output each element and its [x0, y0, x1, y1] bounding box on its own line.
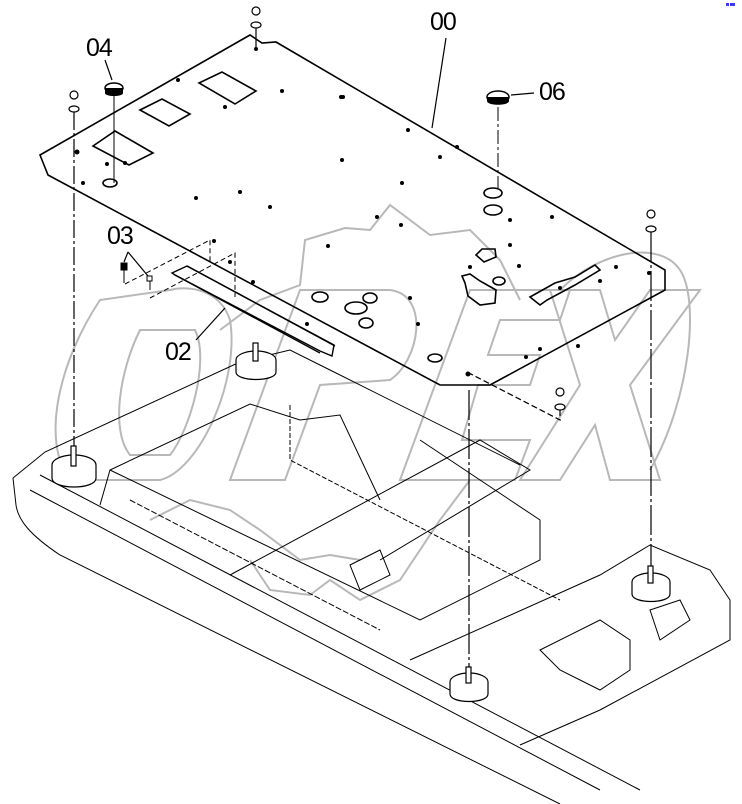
watermark-logo [54, 203, 702, 602]
callout-04: 04 [86, 34, 113, 62]
callout-02: 02 [165, 338, 192, 366]
callout-leaders [104, 37, 535, 341]
channel-bracket [170, 265, 336, 357]
floor-plate [38, 34, 666, 386]
mount-rear-right [631, 565, 671, 603]
plug-cap-04 [104, 82, 124, 183]
plate-holes [74, 47, 651, 377]
mount-front-left [51, 445, 97, 488]
plug-cap-06 [486, 90, 510, 188]
callout-00: 00 [430, 8, 457, 36]
rubber-mounts [51, 342, 671, 703]
fasteners [68, 6, 657, 680]
bolts [120, 239, 236, 299]
base-frame [12, 349, 731, 804]
mount-rear-left [235, 342, 277, 381]
callout-03: 03 [107, 222, 134, 250]
mount-front-right [449, 666, 489, 703]
corner-mark [726, 3, 736, 6]
callout-06: 06 [539, 78, 566, 106]
